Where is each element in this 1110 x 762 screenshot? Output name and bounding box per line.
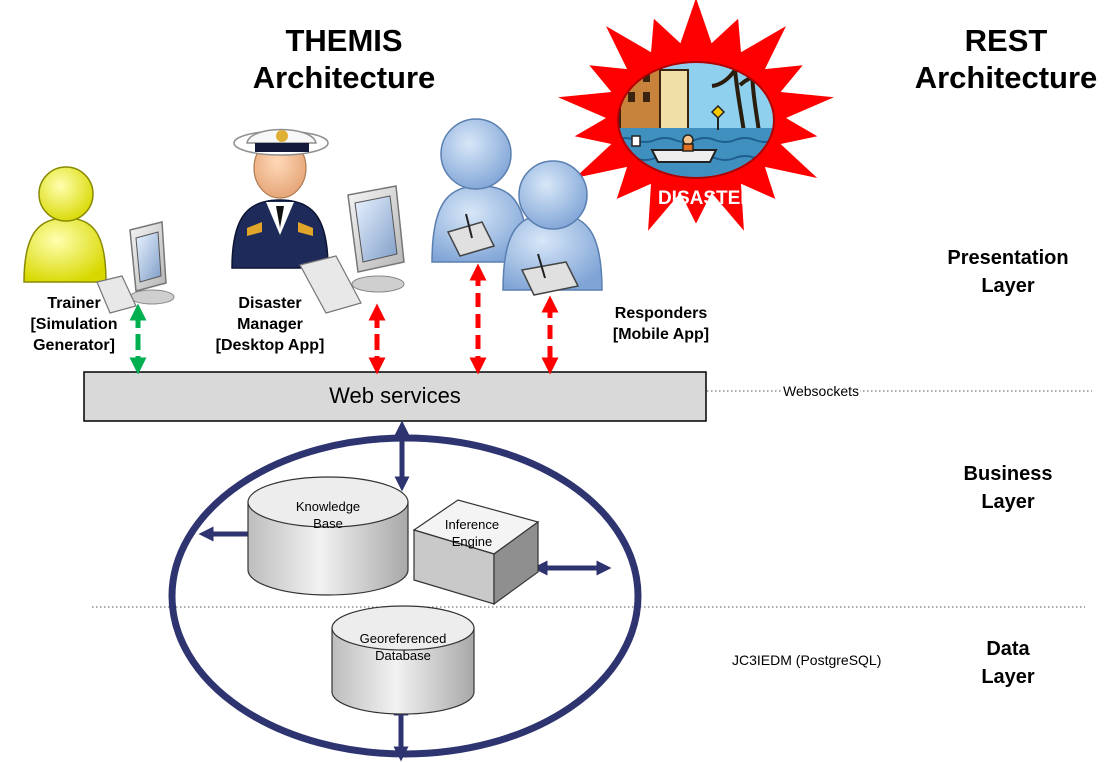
data-layer-line1: Data <box>986 638 1030 660</box>
georeferenced-database-cylinder-icon <box>331 605 475 715</box>
data-layer-line2: Layer <box>981 666 1035 688</box>
flood-scene-image <box>617 61 775 179</box>
themis-title-line2: Architecture <box>252 60 436 95</box>
jc3iedm-label: JC3IEDM (PostgreSQL) <box>732 652 882 668</box>
data-layer-label: Data Layer <box>920 635 1096 691</box>
georeferenced-database-label: Georeferenced Database <box>343 630 463 664</box>
trainer-label-line3: Generator] <box>33 337 115 354</box>
responders-label: Responders [Mobile App] <box>598 303 724 345</box>
knowledge-base-line2: Base <box>313 516 343 531</box>
responders-label-line1: Responders <box>614 305 708 322</box>
disaster-label: DISASTER <box>657 188 755 209</box>
disaster-burst-icon <box>558 0 834 231</box>
rest-title-line2: Architecture <box>914 60 1098 95</box>
presentation-layer-line2: Layer <box>981 275 1035 297</box>
georeferenced-database-line1: Georeferenced <box>359 631 447 646</box>
disaster-manager-computer-icon <box>299 185 405 314</box>
trainer-label: Trainer [Simulation Generator] <box>14 293 134 356</box>
trainer-label-line2: [Simulation <box>30 316 118 333</box>
inference-engine-line1: Inference <box>444 517 500 532</box>
responder-user-icon <box>431 118 529 263</box>
themis-title: THEMIS Architecture <box>240 22 448 96</box>
inference-engine-line2: Engine <box>451 534 493 549</box>
knowledge-base-label: Knowledge Base <box>288 498 368 532</box>
knowledge-base-line1: Knowledge <box>295 499 361 514</box>
disaster-manager-label: Disaster Manager [Desktop App] <box>206 293 334 356</box>
trainer-computer-icon <box>96 221 175 314</box>
disaster-manager-label-line2: Manager <box>237 316 303 333</box>
disaster-manager-label-line3: [Desktop App] <box>215 337 325 354</box>
inference-engine-cube-icon <box>412 499 540 606</box>
knowledge-base-cylinder-icon <box>247 476 409 596</box>
business-layer-label: Business Layer <box>920 460 1096 516</box>
disaster-manager-user-icon <box>231 128 329 269</box>
websockets-label: Websockets <box>782 383 860 399</box>
trainer-user-icon <box>23 166 107 283</box>
rest-title: REST Architecture <box>902 22 1110 96</box>
trainer-label-line1: Trainer <box>47 295 101 312</box>
presentation-layer-line1: Presentation <box>947 247 1069 269</box>
business-layer-line2: Layer <box>981 491 1035 513</box>
web-services-label: Web services <box>329 383 461 408</box>
inference-engine-label: Inference Engine <box>432 516 512 550</box>
responders-label-line2: [Mobile App] <box>612 326 710 343</box>
georeferenced-database-line2: Database <box>375 648 431 663</box>
disaster-manager-label-line1: Disaster <box>238 295 302 312</box>
responder-user-icon <box>502 160 603 296</box>
themis-title-line1: THEMIS <box>285 23 403 58</box>
business-layer-line1: Business <box>963 463 1053 485</box>
presentation-layer-label: Presentation Layer <box>920 244 1096 300</box>
rest-title-line1: REST <box>964 23 1048 58</box>
